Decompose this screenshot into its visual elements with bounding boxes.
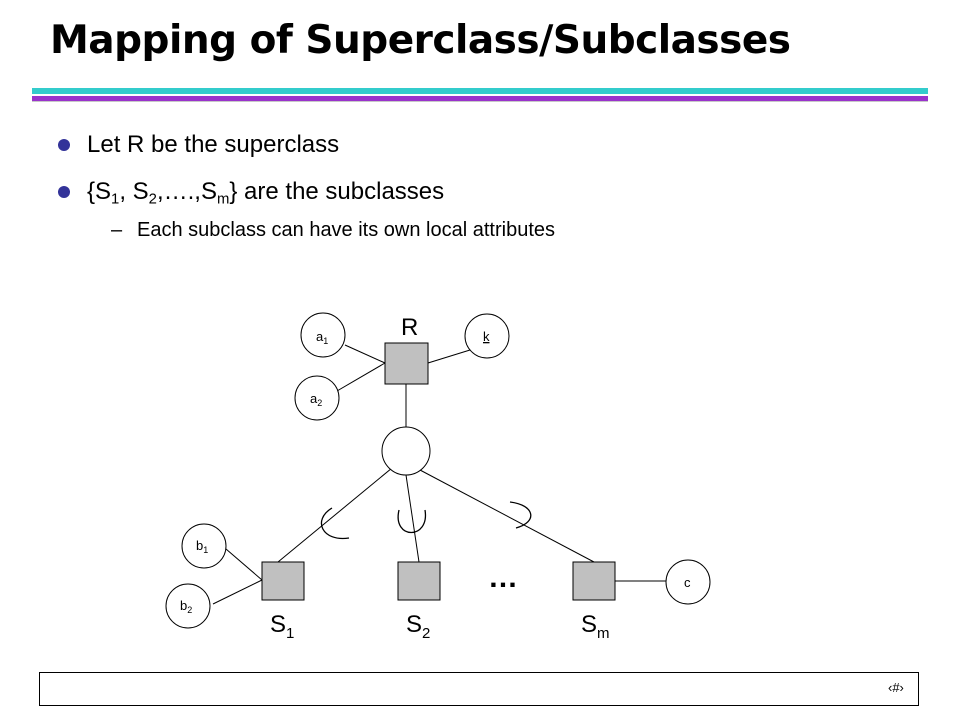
title-rule-teal — [32, 88, 928, 94]
attribute-label-b2: b2 — [180, 598, 192, 615]
subclass-label-s1: S1 — [270, 611, 294, 642]
bullet-list: Let R be the superclass {S1, S2,….,Sm} a… — [55, 130, 555, 242]
subclass-label-sm: Sm — [581, 611, 610, 642]
sub-bullet-text: Each subclass can have its own local att… — [137, 219, 555, 241]
sub-bullet-dash: – — [111, 219, 123, 241]
slide-title: Mapping of Superclass/Subclasses — [50, 18, 791, 63]
bullet-dot-icon — [58, 139, 70, 151]
page-number: ‹#› — [888, 680, 904, 695]
edge-circle-s1 — [277, 467, 393, 563]
edge-b2-s1 — [212, 579, 263, 605]
attribute-label-b1: b1 — [196, 538, 208, 555]
subclass-label-s2: S2 — [406, 611, 430, 642]
attribute-a2 — [294, 375, 340, 421]
bullet-superclass: Let R be the superclass — [55, 130, 555, 160]
subset-icon — [397, 509, 426, 534]
attribute-label-a2: a2 — [310, 391, 322, 408]
edge-k-r — [427, 349, 471, 364]
attribute-b1 — [181, 523, 227, 569]
edge-circle-s2 — [405, 474, 420, 563]
footer-box — [39, 672, 919, 706]
edge-a2-r — [336, 362, 386, 392]
bullet-text-part: , S — [119, 178, 149, 205]
subscript: 1 — [111, 191, 120, 208]
edge-circle-sm — [419, 469, 595, 563]
entity-sm — [572, 561, 616, 601]
sub-bullet: – Each subclass can have its own local a… — [55, 218, 555, 242]
bullet-text-part: {S — [87, 178, 112, 205]
specialization-circle — [381, 426, 431, 476]
edge-b1-s1 — [225, 548, 263, 581]
title-rule-purple — [32, 96, 928, 101]
superclass-label: R — [401, 314, 418, 341]
attribute-label-k: k — [483, 329, 490, 344]
bullet-text: Let R be the superclass — [87, 131, 340, 158]
bullet-text-part: } are the subclasses — [229, 178, 445, 205]
entity-s2 — [397, 561, 441, 601]
attribute-b2 — [165, 583, 211, 629]
entity-s1 — [261, 561, 305, 601]
entity-r — [384, 342, 429, 385]
title-rule-gray — [32, 101, 928, 102]
subset-icon — [509, 501, 532, 529]
attribute-label-a1: a1 — [316, 329, 328, 346]
attribute-label-c: c — [684, 575, 691, 590]
subset-icon — [320, 507, 350, 540]
attribute-a1 — [300, 312, 346, 358]
subscript: 2 — [148, 191, 157, 208]
ellipsis: … — [488, 561, 518, 594]
bullet-dot-icon — [58, 186, 70, 198]
attribute-c — [665, 559, 711, 605]
subscript: m — [216, 191, 230, 208]
attribute-k — [464, 313, 510, 359]
bullet-subclasses: {S1, S2,….,Sm} are the subclasses — [55, 177, 555, 207]
edge-a1-r — [344, 344, 386, 364]
bullet-text-part: ,….,S — [156, 178, 217, 205]
